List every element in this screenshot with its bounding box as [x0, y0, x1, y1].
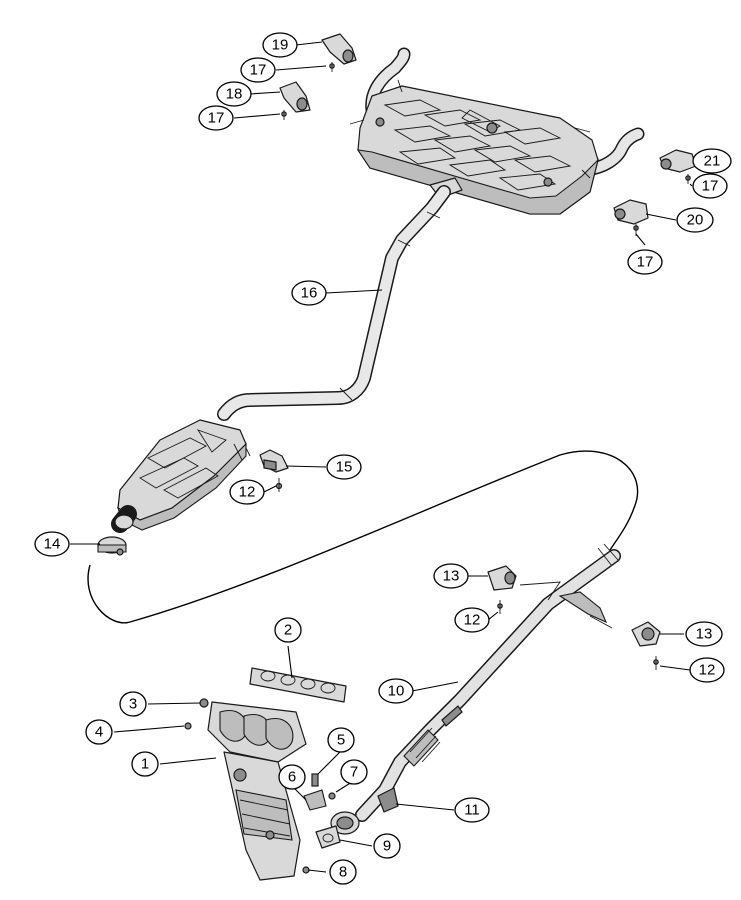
hardware-9-gasket — [315, 825, 341, 849]
svg-text:19: 19 — [272, 37, 289, 54]
clamp-11 — [377, 787, 399, 813]
isolator-15 — [245, 447, 289, 492]
svg-text:15: 15 — [336, 459, 353, 476]
hardware-5-bolt — [311, 773, 319, 787]
svg-text:13: 13 — [696, 626, 713, 643]
svg-text:17: 17 — [208, 110, 225, 127]
callout-13-b: 13 — [685, 621, 723, 647]
svg-text:18: 18 — [226, 86, 243, 103]
callout-17-a: 17 — [240, 57, 276, 83]
callout-17-b: 17 — [198, 105, 234, 131]
callout-7: 7 — [340, 759, 368, 785]
callout-14: 14 — [34, 531, 70, 557]
svg-text:5: 5 — [337, 732, 345, 749]
exhaust-manifold-catalytic-converter — [207, 701, 307, 881]
svg-text:11: 11 — [464, 802, 480, 819]
svg-text:2: 2 — [284, 622, 292, 639]
svg-text:10: 10 — [388, 683, 405, 700]
isolator-13-upper — [487, 565, 517, 614]
front-pipe — [330, 543, 621, 835]
callout-17-c: 17 — [692, 173, 728, 199]
bolt-17-d — [633, 224, 639, 236]
callout-12-c: 12 — [689, 657, 725, 683]
assembly-group-outline — [87, 450, 639, 624]
callout-6: 6 — [278, 764, 306, 790]
hardware-7-screw — [328, 792, 336, 800]
svg-text:12: 12 — [464, 612, 481, 629]
intermediate-pipe — [217, 185, 451, 421]
callout-21: 21 — [692, 148, 732, 174]
bolt-17-b — [281, 110, 287, 120]
isolator-13-lower — [631, 621, 661, 670]
bolt-17-a — [329, 62, 335, 72]
svg-text:4: 4 — [95, 724, 103, 741]
callout-4: 4 — [85, 719, 113, 745]
callout-3: 3 — [119, 691, 147, 717]
hanger-21 — [659, 149, 697, 173]
clamp-14 — [97, 536, 127, 556]
manifold-gasket — [249, 667, 347, 703]
callout-8: 8 — [329, 859, 357, 885]
hanger-20 — [613, 199, 649, 225]
svg-text:17: 17 — [637, 254, 654, 271]
callout-10: 10 — [378, 678, 414, 704]
hardware-3-nut — [199, 698, 209, 708]
hanger-18 — [279, 81, 311, 113]
callout-18: 18 — [216, 81, 252, 107]
svg-text:8: 8 — [339, 864, 347, 881]
callout-5: 5 — [327, 727, 355, 753]
svg-text:17: 17 — [250, 62, 267, 79]
callout-9: 9 — [373, 833, 401, 859]
svg-text:17: 17 — [702, 178, 719, 195]
rear-muffler — [349, 47, 645, 215]
callout-13-a: 13 — [433, 563, 469, 589]
callout-11: 11 — [454, 797, 490, 823]
callout-12-a: 12 — [229, 479, 265, 505]
svg-text:21: 21 — [704, 153, 721, 170]
svg-text:12: 12 — [699, 662, 716, 679]
svg-text:20: 20 — [687, 212, 704, 229]
hanger-19 — [321, 33, 357, 65]
callout-16: 16 — [291, 280, 327, 306]
svg-text:13: 13 — [443, 568, 460, 585]
callout-12-b: 12 — [454, 607, 490, 633]
callout-19: 19 — [262, 32, 298, 58]
svg-text:6: 6 — [288, 769, 296, 786]
svg-text:9: 9 — [383, 838, 391, 855]
svg-text:1: 1 — [141, 756, 149, 773]
callout-15: 15 — [326, 454, 362, 480]
leader-lines — [70, 41, 696, 873]
svg-text:12: 12 — [239, 484, 256, 501]
svg-text:3: 3 — [129, 696, 137, 713]
callout-20: 20 — [676, 207, 714, 233]
callout-17-d: 17 — [627, 249, 663, 275]
hardware-4-stud — [184, 722, 192, 730]
hardware-6-bracket — [303, 789, 327, 811]
resonator — [111, 419, 247, 533]
callout-1: 1 — [131, 751, 159, 777]
svg-text:16: 16 — [301, 285, 318, 302]
bolt-17-c — [685, 174, 691, 184]
svg-text:7: 7 — [350, 764, 358, 781]
svg-text:14: 14 — [44, 536, 61, 553]
callout-2: 2 — [274, 617, 302, 643]
